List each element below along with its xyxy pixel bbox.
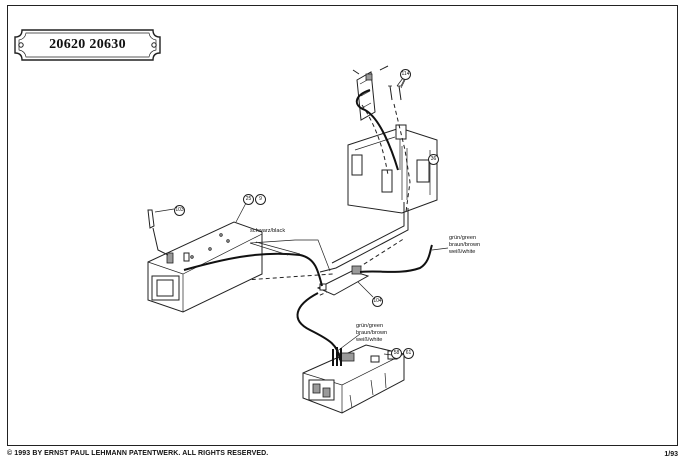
callout-36: 36 bbox=[428, 154, 439, 165]
screws-part bbox=[388, 77, 406, 101]
battery-box-part bbox=[147, 221, 263, 313]
wire bbox=[355, 89, 399, 171]
callout-9: 9 bbox=[255, 194, 266, 205]
leader-line bbox=[235, 202, 247, 223]
dashed-guide bbox=[361, 104, 389, 176]
lead-bracket bbox=[319, 208, 409, 273]
wire-label-green: grün/green bbox=[356, 323, 384, 329]
switch-module-part bbox=[302, 344, 405, 414]
wire-label-white: weiß/white bbox=[356, 337, 383, 343]
wire bbox=[183, 252, 323, 287]
lamp-part bbox=[147, 209, 169, 256]
wire-label-green: grün/green bbox=[449, 235, 477, 241]
wire-label-brown: braun/brown bbox=[356, 330, 388, 336]
dashed-guide bbox=[393, 103, 411, 213]
leader-line bbox=[400, 79, 406, 89]
sheet-number: 1/93 bbox=[664, 451, 678, 458]
callout-114: 114 bbox=[400, 69, 411, 80]
wire-label-black: schwarz/black bbox=[250, 228, 286, 234]
leader-line bbox=[431, 247, 449, 251]
leader-line bbox=[335, 333, 361, 353]
housing-part bbox=[347, 124, 438, 214]
contact-plate-part bbox=[352, 65, 389, 121]
leader-line bbox=[383, 353, 393, 356]
callout-103: 103 bbox=[174, 205, 185, 216]
wire-label-white: weiß/white bbox=[449, 249, 476, 255]
wire-label-brown: braun/brown bbox=[449, 242, 481, 248]
drawing-frame bbox=[7, 5, 678, 446]
callout-25: 25 bbox=[243, 194, 254, 205]
connector-plate-part bbox=[316, 265, 370, 296]
leader-line bbox=[249, 239, 331, 272]
callout-61: 61 bbox=[403, 348, 414, 359]
callout-58: 58 bbox=[391, 348, 402, 359]
title-plate bbox=[14, 29, 161, 61]
title-text: 20620 20630 bbox=[49, 37, 126, 52]
wire bbox=[332, 347, 342, 366]
wire bbox=[359, 244, 433, 273]
copyright-notice: © 1993 BY ERNST PAUL LEHMANN PATENTWERK.… bbox=[7, 450, 269, 457]
leader-line bbox=[154, 208, 175, 213]
leader-line bbox=[357, 281, 374, 298]
callout-104: 104 bbox=[372, 296, 383, 307]
